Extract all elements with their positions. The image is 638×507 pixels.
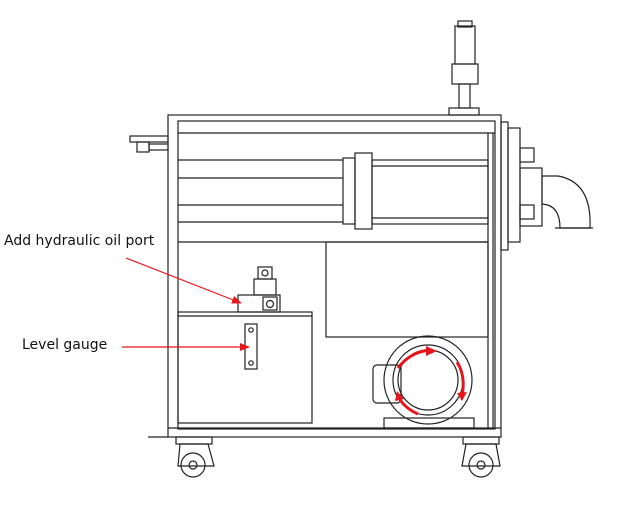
outlet-elbow-pipe xyxy=(500,121,593,251)
level-gauge-label: Level gauge xyxy=(22,337,108,353)
oil-port-arrow xyxy=(125,257,242,304)
oil-port-label: Add hydraulic oil port xyxy=(4,233,155,249)
rotation-arrows xyxy=(395,346,467,416)
frame-inner xyxy=(177,120,496,430)
hydraulic-cylinder xyxy=(178,152,489,230)
left-handle xyxy=(129,135,169,153)
motor-housing-box xyxy=(325,241,489,338)
pump-motor xyxy=(372,335,475,429)
caster-right xyxy=(461,436,501,478)
frame-outer xyxy=(167,114,502,438)
oil-fill-port xyxy=(237,266,281,313)
caster-left xyxy=(148,436,215,478)
top-valve-post xyxy=(448,20,480,116)
